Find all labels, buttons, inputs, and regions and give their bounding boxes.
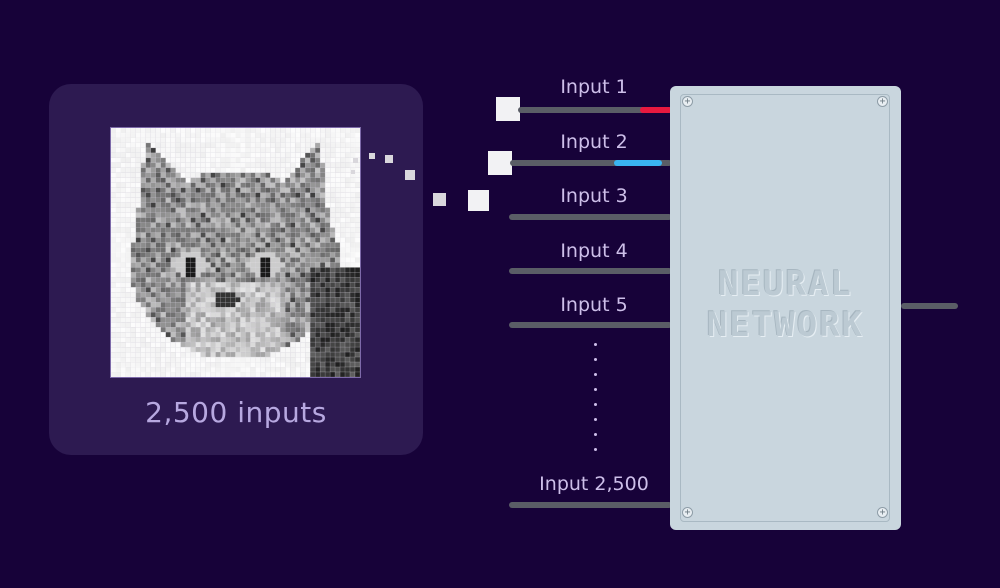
neural-network-box-bevel	[680, 94, 890, 522]
input-signal-1	[640, 107, 672, 113]
input-wire-4	[509, 268, 672, 274]
flying-pixel	[385, 155, 393, 163]
input-label-4: Input 4	[560, 240, 628, 262]
flying-pixel	[353, 158, 358, 163]
ellipsis-dot	[594, 343, 597, 346]
ellipsis-dot	[594, 403, 597, 406]
ellipsis-dot	[594, 388, 597, 391]
input-label-2500: Input 2,500	[539, 473, 649, 495]
input-label-5: Input 5	[560, 294, 628, 316]
input-signal-2	[614, 160, 662, 166]
input-label-3: Input 3	[560, 185, 628, 207]
flying-pixel	[369, 153, 375, 159]
input-label-2: Input 2	[560, 131, 628, 153]
cat-pixel-grid	[111, 128, 360, 377]
flying-pixel	[433, 193, 446, 206]
flying-pixel	[488, 151, 512, 175]
input-wire-1	[518, 107, 672, 113]
input-label-1: Input 1	[560, 76, 628, 98]
flying-pixel	[351, 170, 355, 174]
screw-icon: +	[877, 96, 888, 107]
inputs-caption: 2,500 inputs	[145, 396, 327, 429]
network-label-line2: NETWORK	[706, 305, 865, 345]
flying-pixel	[468, 190, 489, 211]
input-wire-5	[509, 322, 672, 328]
ellipsis-dot	[594, 373, 597, 376]
ellipsis-dot	[594, 358, 597, 361]
flying-pixel	[405, 170, 415, 180]
screw-icon: +	[682, 507, 693, 518]
flying-pixel	[496, 97, 520, 121]
network-label-line1: NEURAL	[718, 264, 853, 304]
ellipsis-dot	[594, 433, 597, 436]
input-wire-2500	[509, 502, 672, 508]
ellipsis-dot	[594, 448, 597, 451]
pixelated-cat-image	[110, 127, 361, 378]
neural-network-box	[670, 86, 901, 530]
screw-icon: +	[877, 507, 888, 518]
screw-icon: +	[682, 96, 693, 107]
input-wire-3	[509, 214, 672, 220]
input-wire-2	[510, 160, 672, 166]
ellipsis-dot	[594, 418, 597, 421]
output-wire	[901, 303, 958, 309]
